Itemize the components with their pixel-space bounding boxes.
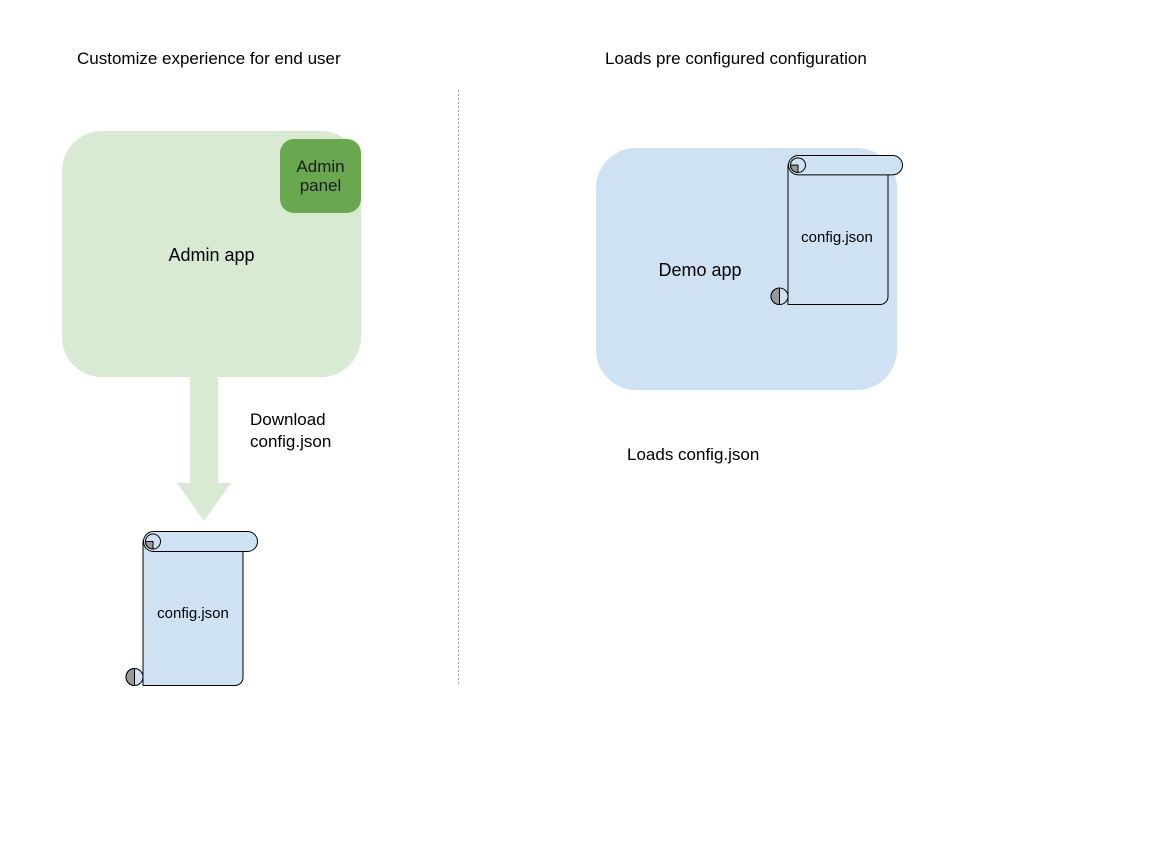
left-section-title: Customize experience for end user xyxy=(77,49,341,68)
right-section-title: Loads pre configured configuration xyxy=(605,49,867,68)
config-scroll-icon-right xyxy=(770,155,903,305)
admin-panel-chip: Admin panel xyxy=(280,139,361,213)
config-file-label-right: config.json xyxy=(801,229,873,246)
section-divider xyxy=(458,90,459,686)
config-file-label-left: config.json xyxy=(157,605,229,622)
download-arrow-label: Download config.json xyxy=(250,410,332,451)
admin-app-label: Admin app xyxy=(168,245,255,265)
admin-panel-label: Admin panel xyxy=(296,157,345,195)
loads-config-caption: Loads config.json xyxy=(627,445,760,464)
config-scroll-icon-left xyxy=(125,531,258,686)
download-arrow-icon xyxy=(177,375,231,521)
demo-app-label: Demo app xyxy=(658,260,742,280)
